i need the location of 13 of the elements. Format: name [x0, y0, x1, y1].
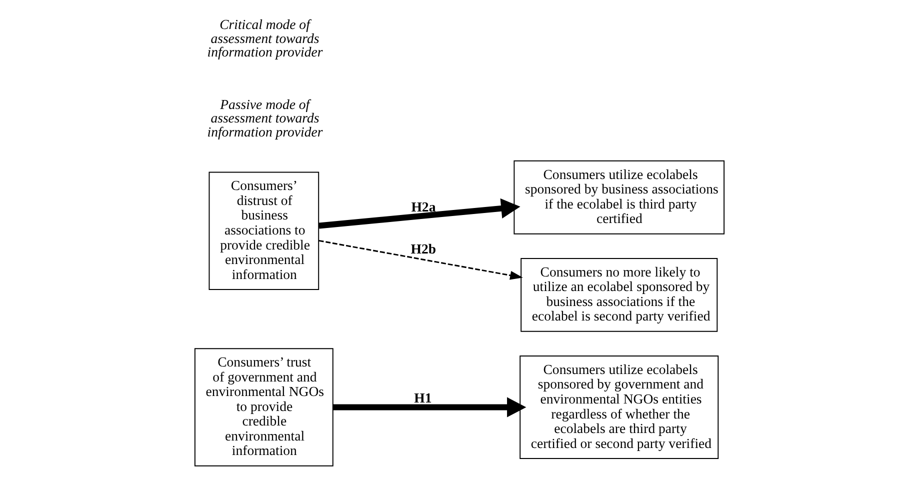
node-box: Consumers utilize ecolabels sponsored by business associations if the ecolabel is third party certified [514, 160, 725, 234]
node-box: Consumers’ trust of government and environmental NGOs to provide credible environmental information [194, 348, 334, 466]
arrow [333, 397, 526, 418]
label: Critical mode of assessment towards information provider [207, 17, 323, 60]
node-box: Consumers utilize ecolabels sponsored by government and environmental NGOs entities regardless of whether the ecolabels are third party certified or second party verified [520, 356, 719, 459]
edge-label: H1 [414, 390, 432, 406]
edge-label: H2b [410, 242, 436, 257]
node-box: Consumers no more likely to utilize an ecolabel sponsored by business associations if the ecolabel is second party verified [520, 258, 718, 332]
node-box: Consumers’ distrust of business associations to provide credible environmental information [208, 172, 320, 290]
arrow [318, 198, 520, 229]
arrow [318, 240, 523, 280]
label: Passive mode of assessment towards information provider [207, 96, 323, 140]
edge-label: H2a [411, 199, 436, 214]
